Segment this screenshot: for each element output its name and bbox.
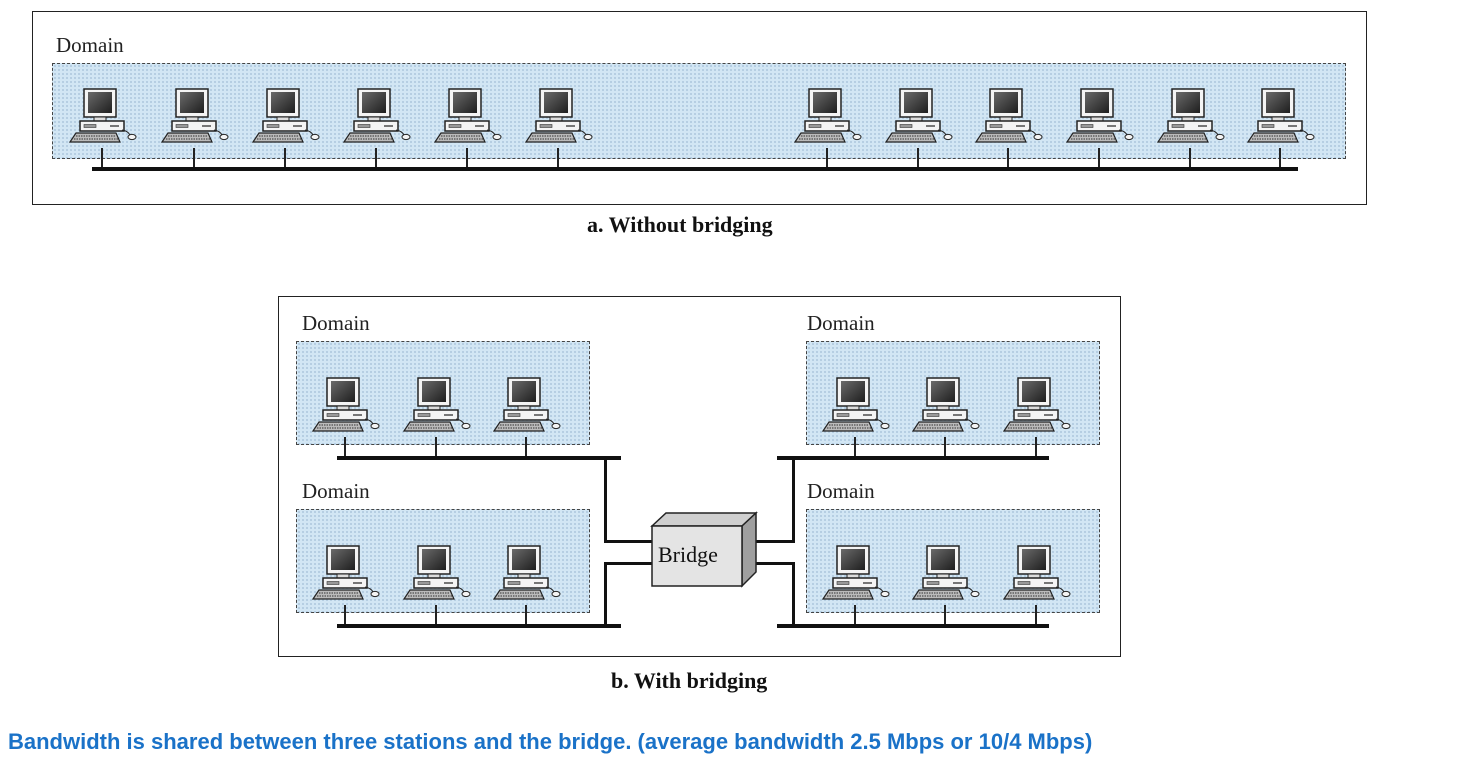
station-drop-line [917,148,919,169]
station-drop-line [557,148,559,169]
computer-station-icon [996,375,1076,437]
computer-station-icon [305,375,385,437]
bridge-box-icon [650,510,758,588]
computer-station-icon [815,375,895,437]
bridge-link-right-upper-h [754,540,795,543]
station-drop-line [1279,148,1281,169]
bridge-link-left-lower-h [604,562,652,565]
bridge-link-left-upper [604,456,607,542]
computer-station-icon [305,543,385,605]
computer-station-icon [1059,86,1139,148]
computer-station-icon [245,86,325,148]
station-drop-line [435,437,437,457]
panel-a-lan-bus [92,167,1298,171]
station-drop-line [193,148,195,169]
panel-b-caption: b. With bridging [611,668,768,693]
computer-station-icon [996,543,1076,605]
computer-station-icon [427,86,507,148]
panel-a-domain-label: Domain [56,33,124,57]
computer-station-icon [154,86,234,148]
computer-station-icon [486,375,566,437]
panel-b-domain-label-top-right: Domain [807,311,875,335]
station-drop-line [525,437,527,457]
panel-b-lan-bus-bottom-left [337,624,621,628]
station-drop-line [435,605,437,625]
computer-station-icon [1240,86,1320,148]
station-drop-line [466,148,468,169]
computer-station-icon [905,543,985,605]
station-drop-line [344,437,346,457]
station-drop-line [944,437,946,457]
panel-b-lan-bus-top-right [777,456,1049,460]
station-drop-line [344,605,346,625]
computer-station-icon [815,543,895,605]
bridge-link-left-lower [604,562,607,626]
station-drop-line [1007,148,1009,169]
computer-station-icon [787,86,867,148]
computer-station-icon [1150,86,1230,148]
panel-b-domain-label-bottom-right: Domain [807,479,875,503]
station-drop-line [826,148,828,169]
computer-station-icon [396,543,476,605]
station-drop-line [1098,148,1100,169]
computer-station-icon [518,86,598,148]
bridge-link-right-upper [792,456,795,542]
bridge-link-right-lower-h [754,562,795,565]
computer-station-icon [62,86,142,148]
station-drop-line [375,148,377,169]
station-drop-line [284,148,286,169]
station-drop-line [944,605,946,625]
station-drop-line [1189,148,1191,169]
station-drop-line [101,148,103,169]
station-drop-line [854,605,856,625]
station-drop-line [854,437,856,457]
panel-b-domain-label-bottom-left: Domain [302,479,370,503]
computer-station-icon [486,543,566,605]
computer-station-icon [968,86,1048,148]
computer-station-icon [336,86,416,148]
panel-b-lan-bus-top-left [337,456,621,460]
panel-a-caption: a. Without bridging [587,212,773,237]
panel-b-lan-bus-bottom-right [777,624,1049,628]
bandwidth-note: Bandwidth is shared between three statio… [8,729,1093,754]
panel-b-domain-label-top-left: Domain [302,311,370,335]
bridge-link-right-lower [792,562,795,626]
computer-station-icon [905,375,985,437]
station-drop-line [1035,437,1037,457]
station-drop-line [525,605,527,625]
bridge-label: Bridge [658,542,718,567]
panel-a-domain-area [52,63,1346,159]
computer-station-icon [878,86,958,148]
computer-station-icon [396,375,476,437]
station-drop-line [1035,605,1037,625]
bridge-link-left-upper-h [604,540,652,543]
